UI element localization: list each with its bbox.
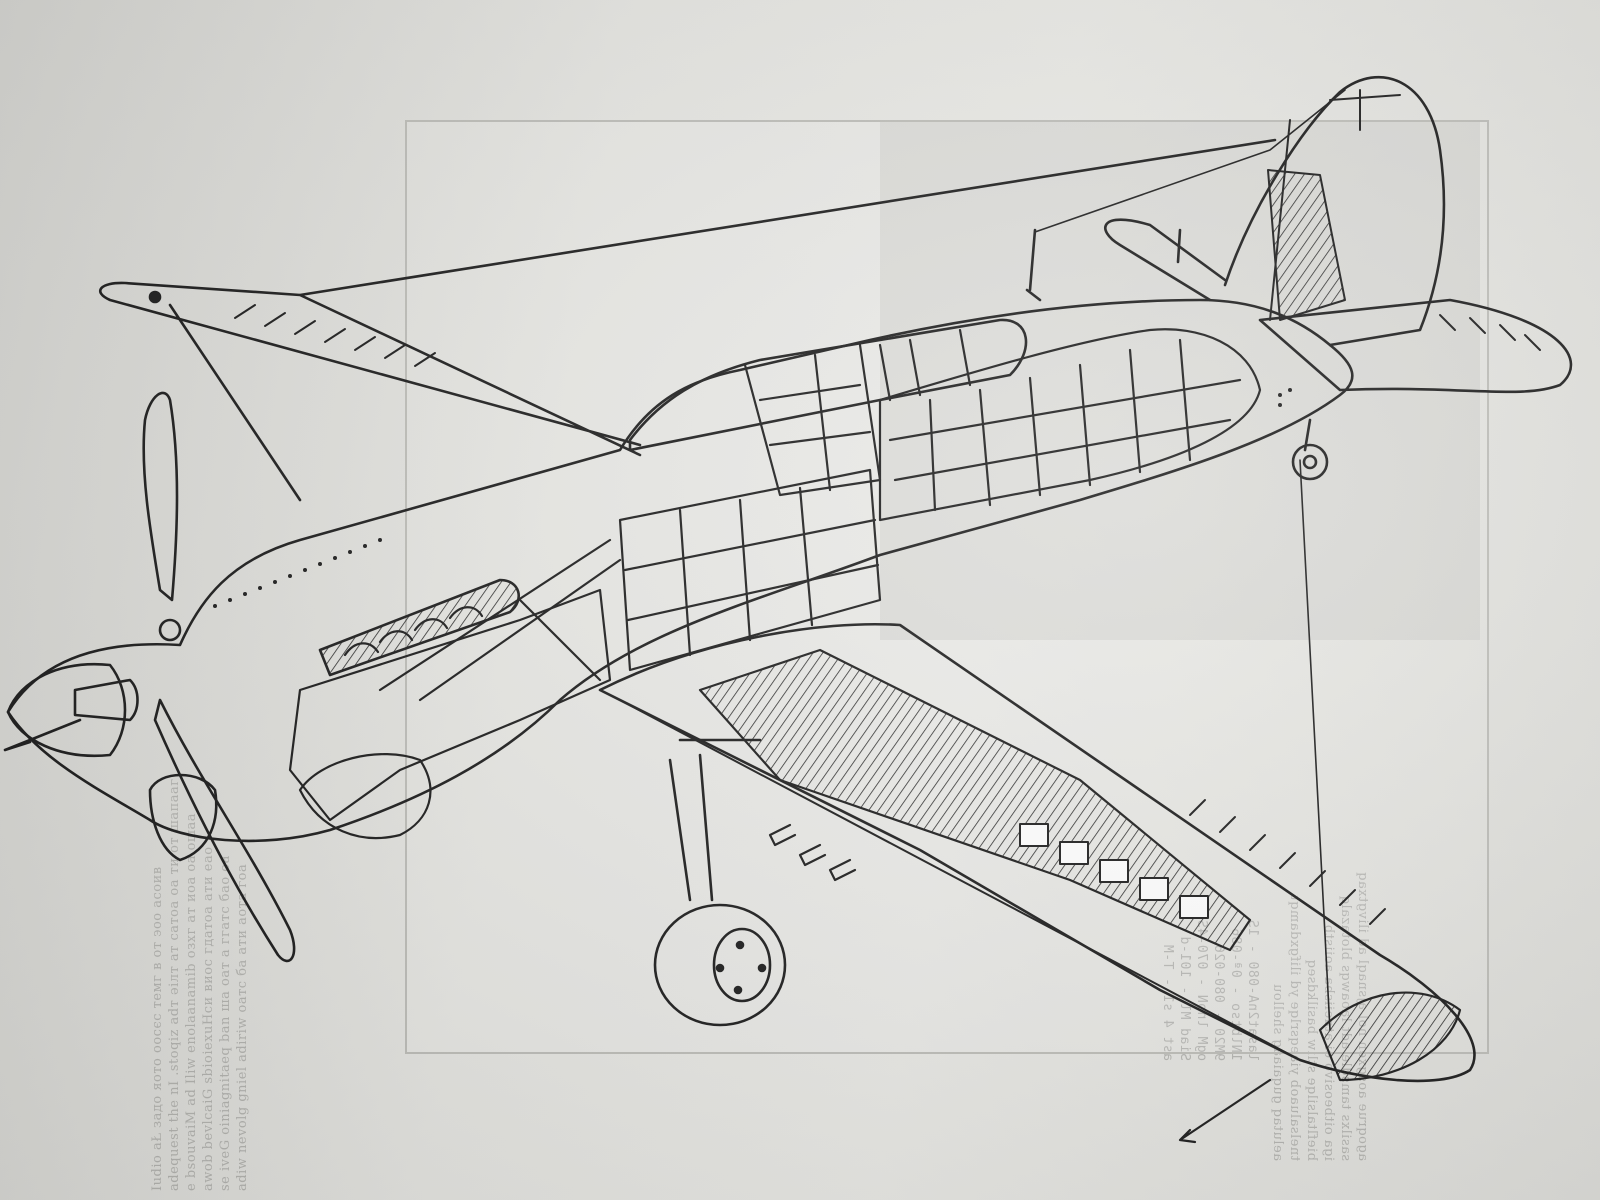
wingtip-structure [1318, 991, 1462, 1082]
upper-wing [98, 138, 1277, 502]
tail-structure [1267, 89, 1401, 321]
ammunition-boxes [1019, 823, 1209, 919]
upper-wing-ribs [234, 304, 436, 367]
near-wing-ribs [1189, 799, 1386, 925]
wheel-hub [712, 927, 772, 1003]
propeller-hub-center [158, 618, 182, 642]
antenna-mast-rear [1176, 228, 1182, 264]
prop-hub [73, 678, 139, 722]
wingtip-light [148, 290, 162, 304]
forward-fuselage-frames [618, 468, 882, 672]
stabilizer-ribs [1439, 314, 1541, 351]
spinner [6, 662, 127, 758]
canopy-frames [743, 328, 972, 497]
wing-gun-bay [698, 648, 1252, 952]
near-wing-leading-edge [619, 699, 1301, 1061]
radiator-scoop [148, 773, 218, 862]
fuselage-outline [6, 298, 1354, 843]
antenna-wire-lower [1299, 459, 1331, 1031]
engine-bay-outline [288, 588, 612, 822]
propeller-blade-upper [142, 391, 179, 602]
canopy [628, 318, 1028, 452]
engine-block [318, 578, 520, 677]
landing-gear-strut [668, 738, 762, 902]
antenna-mast-front [1025, 228, 1042, 302]
near-stabilizer [1258, 298, 1573, 394]
rivet-rows [213, 388, 1292, 608]
oil-tank [298, 753, 432, 840]
wing-guns [768, 823, 857, 882]
propeller-blade-front [3, 718, 82, 752]
far-stabilizer [1104, 218, 1227, 302]
engine-exhausts [343, 606, 484, 657]
engine-mount-struts [378, 538, 622, 702]
main-wheel [653, 903, 787, 1027]
tail-wheel [1291, 443, 1329, 481]
pitot-tube [1178, 1078, 1272, 1144]
rear-fuselage-frames [878, 328, 1262, 522]
antenna-wire [1034, 89, 1346, 233]
propeller-blade-lower [153, 698, 296, 963]
